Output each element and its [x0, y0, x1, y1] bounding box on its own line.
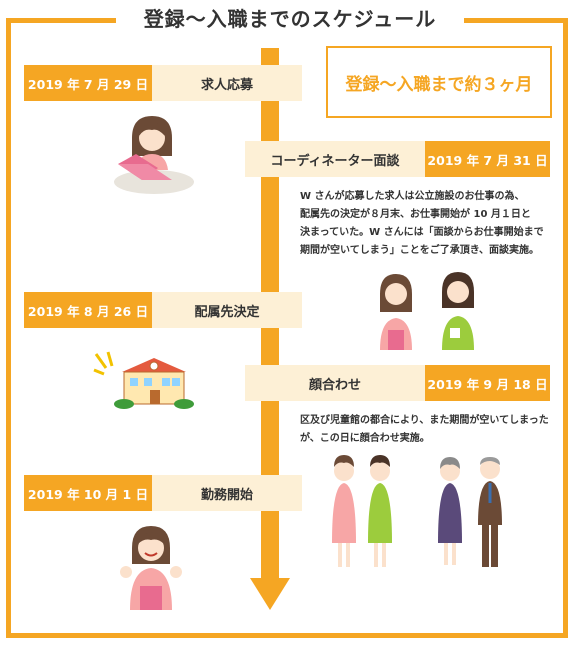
- frame-bottom: [6, 633, 568, 638]
- school-building-icon: [93, 351, 194, 409]
- event-label-start: 勤務開始: [200, 487, 253, 503]
- summary-box: 登録～入職まで約３ヶ月: [326, 46, 552, 118]
- desc-line: W さんが応募した求人は公立施設のお仕事の為、: [300, 191, 525, 202]
- event-desc-interview: W さんが応募した求人は公立施設のお仕事の為、 配属先の決定が８月末、お仕事開始…: [300, 188, 544, 260]
- desc-line: 配属先の決定が８月末、お仕事開始が 10 月１日と: [300, 209, 531, 220]
- desc-line: 区及び児童館の都合により、また期間が空いてしまった: [300, 415, 549, 426]
- event-date-application: 2019 年 7 月 29 日: [24, 65, 152, 101]
- desc-line: 期間が空いてしまう」ことをご了承頂き、面談実施。: [300, 245, 539, 256]
- happy-woman-icon: [120, 526, 182, 610]
- event-date-interview: 2019 年 7 月 31 日: [425, 141, 550, 177]
- page-title: 登録～入職までのスケジュール: [116, 4, 464, 34]
- event-desc-meeting: 区及び児童館の都合により、また期間が空いてしまった が、この日に顔合わせ実施。: [300, 412, 549, 448]
- event-date-start: 2019 年 10 月 1 日: [24, 475, 152, 511]
- event-label-assignment: 配属先決定: [194, 304, 260, 320]
- woman-laptop-icon: [114, 116, 194, 194]
- event-label-interview: コーディネーター面談: [270, 153, 400, 169]
- desc-line: が、この日に顔合わせ実施。: [300, 433, 430, 444]
- desc-line: 決まっていた。W さんには「面談からお仕事開始まで: [300, 227, 544, 238]
- event-label-meeting: 顔合わせ: [308, 377, 361, 393]
- event-date-meeting: 2019 年 9 月 18 日: [425, 365, 550, 401]
- event-label-application: 求人応募: [200, 77, 253, 93]
- event-date-assignment: 2019 年 8 月 26 日: [24, 292, 152, 328]
- two-women-icon: [380, 272, 474, 350]
- timeline-arrow-icon: [250, 578, 290, 610]
- four-people-icon: [332, 455, 502, 567]
